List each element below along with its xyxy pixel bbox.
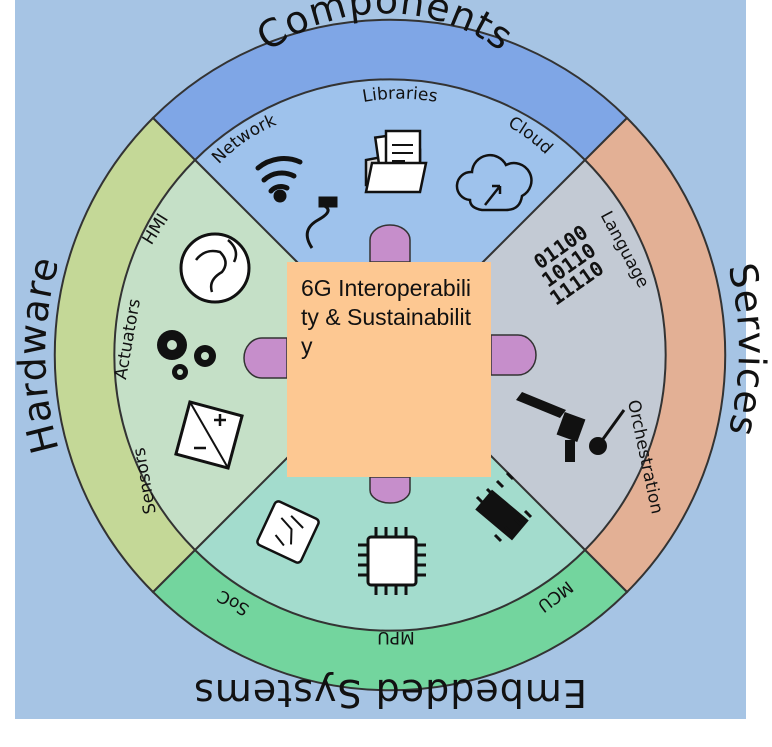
globe-icon xyxy=(179,232,251,304)
item-libraries: Libraries xyxy=(361,84,439,107)
cable-icon xyxy=(305,196,338,249)
connector-top xyxy=(369,224,411,263)
orchestration-robot-icon xyxy=(516,392,626,462)
cloud-sync-icon xyxy=(455,153,533,212)
processor-icon xyxy=(358,527,426,595)
gears-icon xyxy=(157,330,216,380)
sensor-icon xyxy=(174,400,244,470)
connector-bottom xyxy=(369,476,411,504)
label-services: Services xyxy=(720,259,772,441)
wifi-icon xyxy=(255,156,303,203)
connector-right xyxy=(490,334,537,376)
soc-board-icon xyxy=(256,500,320,564)
connector-left xyxy=(243,337,288,379)
item-mpu: MPU xyxy=(377,627,414,647)
label-embedded: Embedded Systems xyxy=(193,671,587,715)
folder-icon xyxy=(364,129,428,194)
chip-icon xyxy=(475,471,533,543)
center-title: 6G Interoperability & Sustainability xyxy=(287,262,491,477)
inner-components xyxy=(193,78,587,357)
